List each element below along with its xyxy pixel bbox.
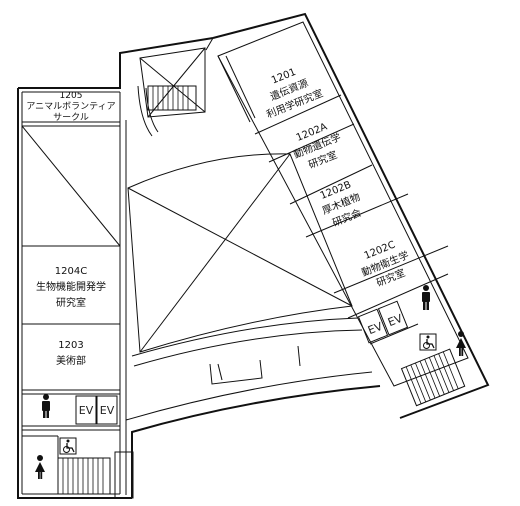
room-1202a: 1202A 動物遺伝学 研究室 xyxy=(291,121,342,171)
elevator-left-2-label: EV xyxy=(100,404,115,417)
elevator-right-2-label: EV xyxy=(386,312,405,330)
room-1203-name: 美術部 xyxy=(56,354,86,367)
right-wing-inner-wall xyxy=(217,21,469,387)
room-1205-name: アニマルボランティア xyxy=(26,101,115,112)
elevator-left-1 xyxy=(75,395,97,425)
atrium-void xyxy=(127,153,353,353)
elevator-right-2 xyxy=(377,300,409,336)
left-wing-outer-wall xyxy=(17,37,214,499)
room-1201: 1201 遺伝資源 利用学研究室 xyxy=(264,67,325,121)
room-1202b: 1202B 厚木植物 研究会 xyxy=(319,179,363,229)
room-1204c-number: 1204C xyxy=(55,266,87,277)
room-1205-number: 1205 xyxy=(60,91,83,101)
wheelchair-icon xyxy=(59,437,77,455)
room-1202c: 1202C 動物衛生学 研究室 xyxy=(359,240,410,290)
elevator-left-1-label: EV xyxy=(79,404,94,417)
male-restroom-icon xyxy=(42,394,50,418)
stairs-lower-left xyxy=(57,457,111,495)
corridor-lower-wall xyxy=(131,385,381,498)
room-1205-name2: サークル xyxy=(53,112,89,123)
room-1203-number: 1203 xyxy=(58,340,83,351)
wheelchair-icon-right xyxy=(423,335,435,349)
female-restroom-icon xyxy=(35,455,45,479)
room-1203: 1203 美術部 xyxy=(56,340,86,367)
elevator-right-1-label: EV xyxy=(366,320,385,338)
male-restroom-icon-right xyxy=(422,285,430,310)
right-wing-outer-wall xyxy=(212,12,490,419)
room-1204c-name: 生物機能開発学 xyxy=(36,280,106,293)
room-1204c: 1204C 生物機能開発学 研究室 xyxy=(36,266,106,309)
void-diagonal-left xyxy=(21,125,121,247)
elevator-right-1 xyxy=(357,308,389,344)
stairs-lower-right xyxy=(400,348,466,407)
female-restroom-icon-right xyxy=(456,331,466,356)
elevator-left-2 xyxy=(96,395,118,425)
room-1204c-name2: 研究室 xyxy=(56,296,86,309)
upper-void xyxy=(139,47,206,118)
stairs-upper xyxy=(147,85,197,111)
room-1205: 1205 アニマルボランティア サークル xyxy=(26,91,115,123)
